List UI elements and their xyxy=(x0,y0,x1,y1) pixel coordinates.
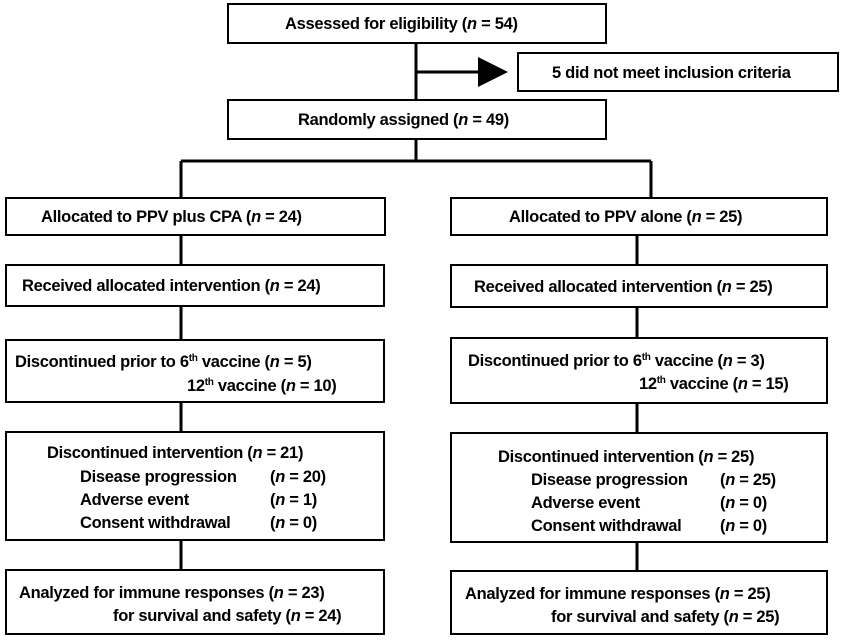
left-allocated-text: Allocated to PPV plus CPA (n = 24) xyxy=(41,208,302,226)
excluded-box: 5 did not meet inclusion criteria xyxy=(517,52,839,92)
right-reason-count: (n = 0) xyxy=(720,494,767,512)
right-disc-prior-line2: 12th vaccine (n = 15) xyxy=(639,375,789,393)
left-disc-prior-line1: Discontinued prior to 6th vaccine (n = 5… xyxy=(15,353,312,371)
right-discontinued-header: Discontinued intervention (n = 25) xyxy=(498,448,755,466)
right-allocated-box: Allocated to PPV alone (n = 25) xyxy=(450,197,828,236)
left-allocated-box: Allocated to PPV plus CPA (n = 24) xyxy=(5,197,386,236)
left-reason-label: Adverse event xyxy=(80,491,189,509)
right-discontinued-box: Discontinued intervention (n = 25) Disea… xyxy=(450,432,828,543)
left-discontinued-header: Discontinued intervention (n = 21) xyxy=(47,444,304,462)
randomized-box: Randomly assigned (n = 49) xyxy=(227,99,607,140)
left-reason-label: Consent withdrawal xyxy=(80,514,231,532)
left-received-text: Received allocated intervention (n = 24) xyxy=(22,277,321,295)
right-reason-count: (n = 25) xyxy=(720,471,776,489)
right-received-box: Received allocated intervention (n = 25) xyxy=(450,264,828,308)
left-reason-count: (n = 20) xyxy=(270,468,326,486)
right-reason-label: Disease progression xyxy=(531,471,688,489)
left-discontinued-box: Discontinued intervention (n = 21) Disea… xyxy=(5,431,385,541)
left-disc-prior-box: Discontinued prior to 6th vaccine (n = 5… xyxy=(5,339,385,403)
left-analyzed-line1: Analyzed for immune responses (n = 23) xyxy=(19,584,325,602)
assessed-text: Assessed for eligibility (n = 54) xyxy=(285,15,518,33)
left-disc-prior-line2: 12th vaccine (n = 10) xyxy=(187,377,337,395)
randomized-text: Randomly assigned (n = 49) xyxy=(298,111,509,129)
excluded-text: 5 did not meet inclusion criteria xyxy=(552,64,791,82)
right-disc-prior-box: Discontinued prior to 6th vaccine (n = 3… xyxy=(450,337,828,404)
left-analyzed-box: Analyzed for immune responses (n = 23) f… xyxy=(5,569,385,635)
right-allocated-text: Allocated to PPV alone (n = 25) xyxy=(509,208,743,226)
left-reason-count: (n = 1) xyxy=(270,491,317,509)
right-analyzed-line1: Analyzed for immune responses (n = 25) xyxy=(465,585,771,603)
right-analyzed-box: Analyzed for immune responses (n = 25) f… xyxy=(450,570,828,635)
left-analyzed-line2: for survival and safety (n = 24) xyxy=(113,607,342,625)
right-reason-label: Consent withdrawal xyxy=(531,517,682,535)
right-disc-prior-line1: Discontinued prior to 6th vaccine (n = 3… xyxy=(468,352,765,370)
left-reason-count: (n = 0) xyxy=(270,514,317,532)
left-reason-label: Disease progression xyxy=(80,468,237,486)
right-analyzed-line2: for survival and safety (n = 25) xyxy=(551,608,780,626)
left-received-box: Received allocated intervention (n = 24) xyxy=(5,264,385,307)
right-reason-label: Adverse event xyxy=(531,494,640,512)
right-received-text: Received allocated intervention (n = 25) xyxy=(474,278,773,296)
right-reason-count: (n = 0) xyxy=(720,517,767,535)
assessed-box: Assessed for eligibility (n = 54) xyxy=(227,3,607,44)
